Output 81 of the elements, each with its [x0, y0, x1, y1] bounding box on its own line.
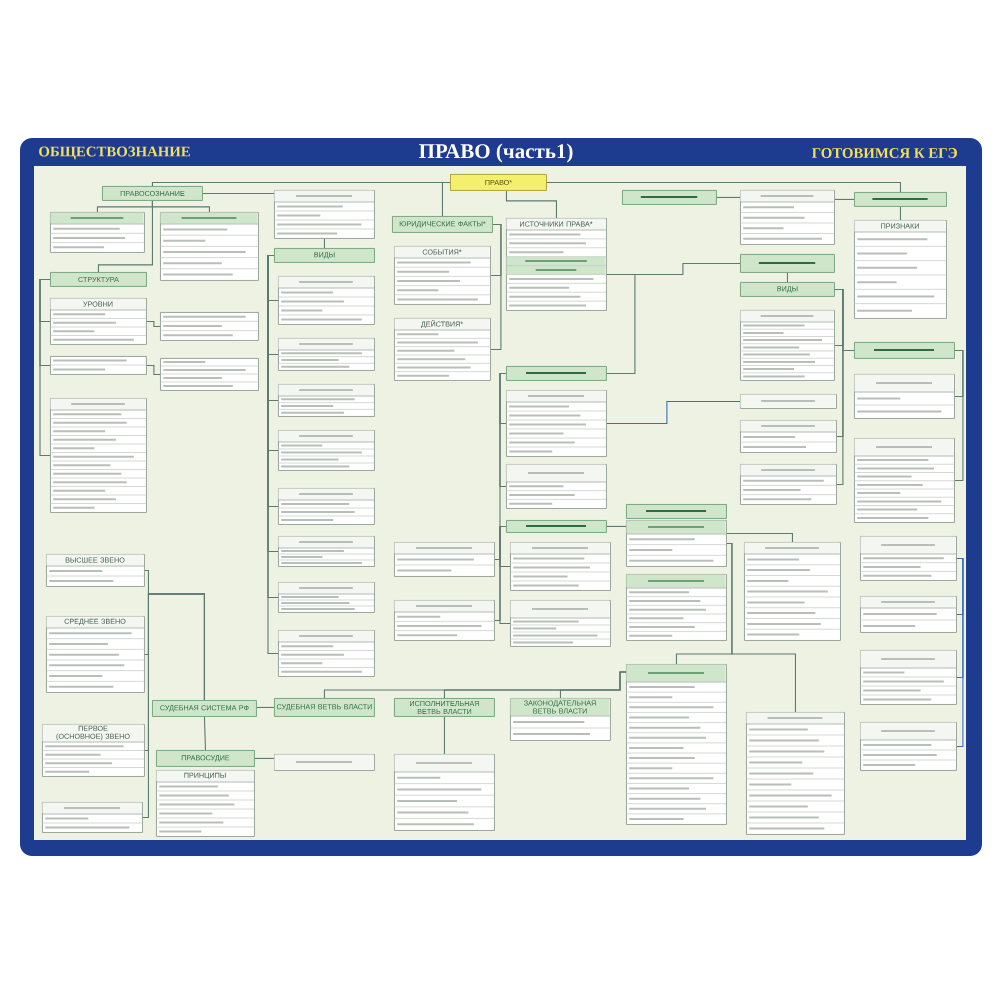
connector-line: [606, 400, 741, 424]
list-card: [49, 212, 145, 253]
list-card: [393, 542, 495, 577]
list-card: [509, 542, 611, 591]
list-card: [625, 520, 727, 567]
list-card: [859, 722, 957, 771]
connector-line: [203, 716, 206, 751]
connector-line: [834, 198, 855, 200]
connector-line: [499, 525, 511, 624]
heading-box: [854, 192, 947, 207]
connector-line: [39, 278, 51, 456]
connector-line: [834, 288, 855, 351]
list-card: [277, 630, 375, 677]
connector-line: [786, 272, 788, 283]
heading-box: [506, 366, 607, 381]
list-card: [277, 384, 375, 417]
connector-line: [606, 262, 741, 275]
list-card: [509, 600, 611, 647]
list-card: [739, 464, 837, 505]
connector-line: [97, 200, 153, 273]
list-card: [743, 542, 841, 641]
connector-line: [254, 757, 275, 759]
list-card: [274, 754, 375, 771]
list-card: [745, 712, 845, 835]
list-card: [277, 430, 375, 471]
list-box: [159, 312, 259, 341]
connector-line: [202, 192, 275, 194]
list-card: [505, 464, 607, 509]
connector-line: [954, 349, 964, 481]
connector-line: [956, 557, 964, 747]
connector-line: [546, 181, 901, 193]
connector-line: [606, 525, 627, 527]
connector-line: [716, 196, 741, 198]
list-card: [625, 574, 727, 641]
list-card: [859, 536, 957, 581]
list-card: [859, 650, 957, 705]
list-card: [159, 212, 259, 281]
list-card: [505, 390, 607, 457]
list-card: [740, 394, 837, 409]
connector-line: [505, 190, 557, 219]
list-card: [277, 276, 375, 325]
connector-line: [146, 364, 161, 375]
list-card: [49, 398, 147, 513]
connector-line: [606, 273, 636, 374]
list-card: [853, 438, 955, 523]
list-card: [625, 664, 727, 825]
list-card: [853, 374, 955, 419]
list-card: [273, 190, 375, 239]
list-card: [277, 582, 375, 613]
connector-line: [675, 542, 733, 665]
list-card: [277, 488, 375, 525]
connector-line: [146, 320, 161, 327]
heading-box: [740, 254, 835, 273]
list-card: [277, 338, 375, 371]
connector-line: [142, 593, 205, 818]
list-card: [859, 596, 957, 633]
heading-box: [622, 190, 717, 205]
connector-line: [726, 532, 793, 543]
connector-line: [559, 671, 627, 699]
list-box: [49, 356, 147, 375]
connector-line: [899, 206, 901, 221]
list-card: [739, 420, 837, 453]
connector-line: [256, 706, 275, 708]
list-card: [41, 802, 143, 833]
heading-box: [854, 342, 955, 359]
list-card: [393, 754, 495, 831]
heading-box: [506, 520, 607, 533]
connector-line: [323, 238, 325, 249]
poster-title: ПРАВО (часть1): [419, 143, 573, 163]
list-card: [277, 536, 375, 567]
list-card: [739, 310, 835, 381]
list-card: [739, 190, 835, 245]
list-box: [159, 358, 259, 391]
connector-line: [499, 372, 507, 527]
connector-line: [151, 200, 210, 213]
connector-line: [441, 181, 451, 217]
connector-line: [96, 200, 153, 213]
connector-line: [490, 223, 502, 350]
connector-line: [443, 716, 445, 755]
list-card: [393, 600, 495, 641]
heading-box: [626, 504, 727, 519]
